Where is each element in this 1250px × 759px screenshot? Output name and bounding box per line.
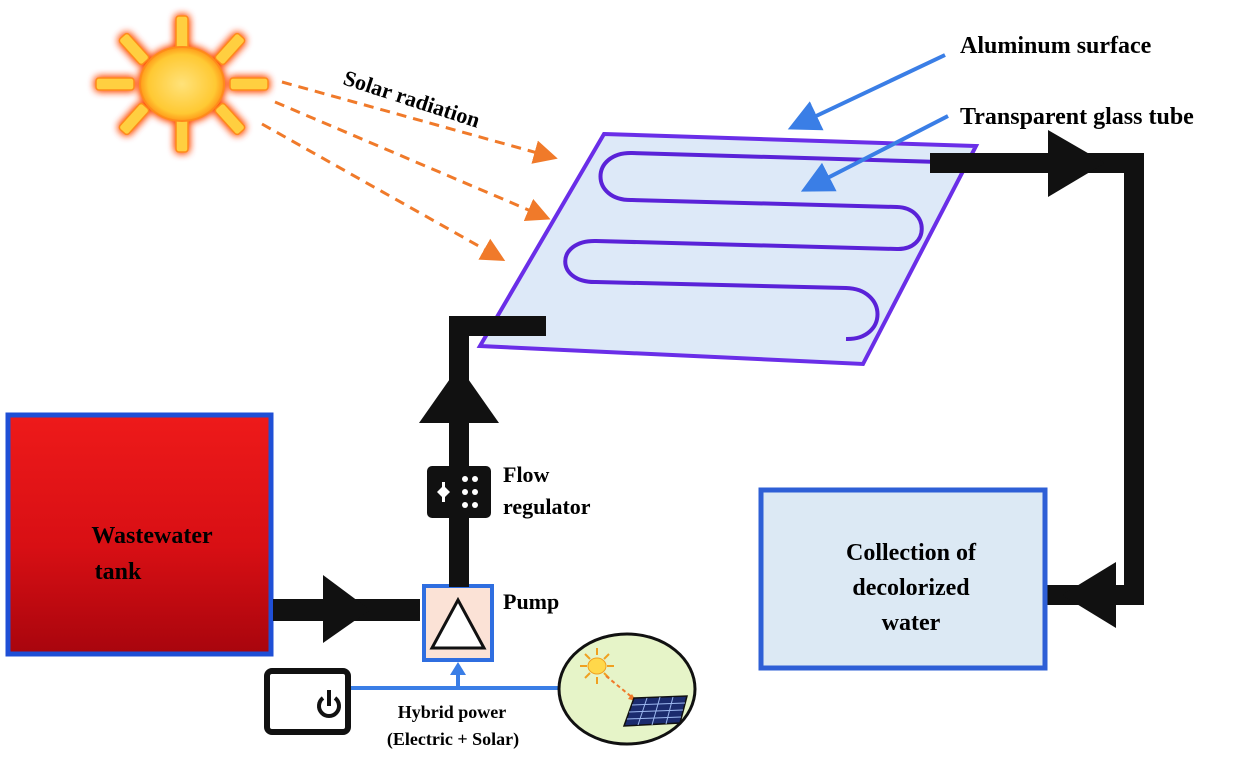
solar-panel-icon: [622, 695, 688, 727]
aluminum-surface-pointer-arrow: [787, 53, 946, 131]
wastewater-tank-label-line2: tank: [95, 559, 142, 585]
power-switch: [264, 668, 351, 735]
pump-label: Pump: [503, 589, 559, 614]
hybrid-solar-source: [557, 632, 697, 746]
aluminum-surface-label: Aluminum surface: [960, 33, 1152, 59]
transparent-glass-tube: [563, 150, 941, 342]
flow-direction-arrow: [1062, 562, 1116, 628]
pump-triangle-icon: [429, 596, 487, 650]
power-wiring: [348, 662, 560, 690]
pump-to-panel-pipe: [419, 316, 546, 587]
pump: [422, 584, 494, 662]
flow-direction-arrow: [1048, 130, 1105, 197]
glass-tube-pointer-arrow: [800, 114, 949, 192]
wastewater-tank: [5, 412, 274, 657]
flow-regulator-icon: [427, 466, 491, 518]
hybrid-power-label-line1: Hybrid power: [398, 702, 507, 722]
collection-label-line3: water: [882, 610, 941, 636]
sun-icon: [95, 15, 269, 153]
wastewater-tank-label-line1: Wastewater: [91, 523, 213, 549]
flow-regulator-label-line2: regulator: [503, 494, 591, 519]
hybrid-power-label-line2: (Electric + Solar): [387, 729, 519, 750]
panel-to-collection-pipe: [930, 130, 1144, 628]
solar-radiation-label: Solar radiation: [340, 65, 483, 133]
power-icon: [317, 690, 341, 718]
radiation-ray: [261, 122, 506, 261]
aluminum-surface-panel: [476, 131, 980, 367]
collection-label-line1: Collection of: [846, 540, 977, 566]
solar-radiation-arrows: [261, 80, 558, 261]
tank-to-pump-pipe: [273, 575, 420, 643]
radiation-ray: [281, 80, 558, 164]
radiation-ray: [274, 100, 551, 221]
flow-direction-arrow: [419, 366, 499, 423]
transparent-glass-tube-label: Transparent glass tube: [960, 104, 1194, 130]
collection-label-line2: decolorized: [852, 575, 970, 601]
collection-container: [758, 487, 1048, 671]
flow-direction-arrow: [323, 575, 370, 643]
flow-regulator-label-line1: Flow: [503, 462, 550, 487]
